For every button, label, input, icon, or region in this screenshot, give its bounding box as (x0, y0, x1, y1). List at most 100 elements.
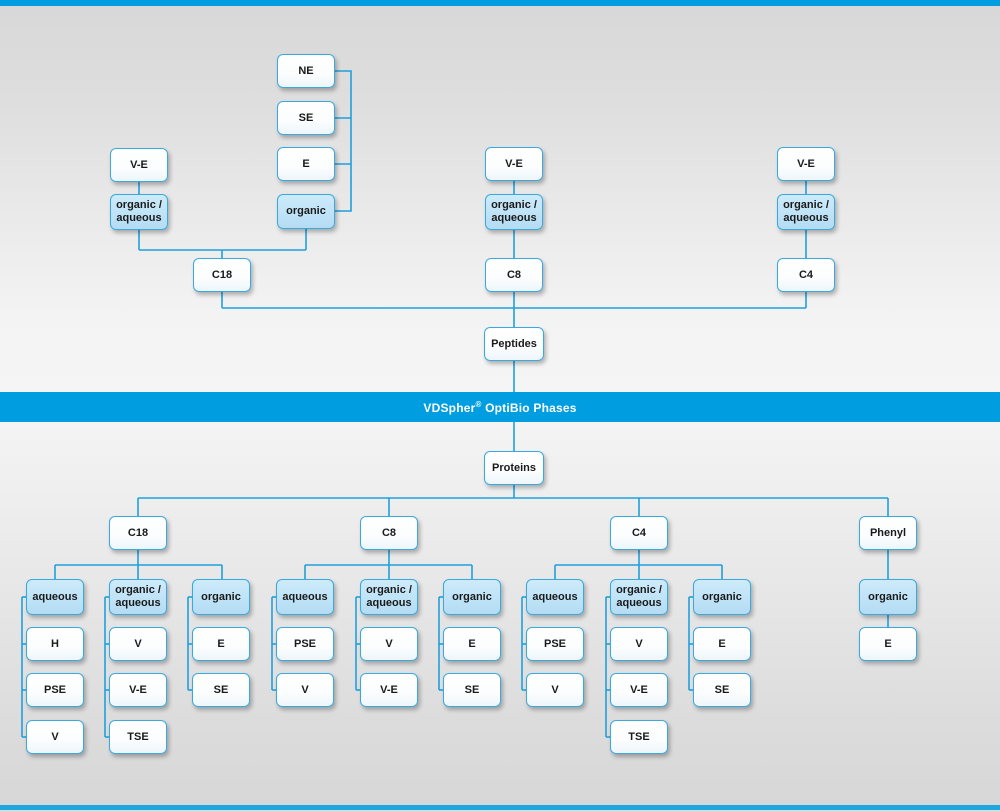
node-label: organic (286, 205, 326, 218)
node-label: V (635, 637, 643, 650)
node-top-organic[interactable]: organic (277, 194, 335, 229)
node-label: organic / aqueous (780, 199, 832, 225)
banner-brand: VDSpher (423, 400, 476, 415)
node-top-organic-aqueous-c8[interactable]: organic / aqueous (485, 194, 543, 230)
node-c8-aqueous-item-0[interactable]: PSE (276, 627, 334, 661)
node-label: TSE (628, 730, 650, 743)
node-label: PSE (43, 683, 66, 696)
node-c18-aqueous-item-0[interactable]: H (26, 627, 84, 661)
node-c4-mode-organic[interactable]: organic (693, 579, 751, 615)
section-banner: VDSpher® OptiBio Phases (0, 392, 1000, 422)
banner-suffix: OptiBio Phases (481, 400, 577, 415)
node-label-line2: aqueous (783, 212, 829, 224)
node-label-line1: organic / (366, 584, 412, 597)
node-c4-organic-item-0[interactable]: E (693, 627, 751, 661)
node-label: V (51, 730, 59, 743)
node-c18-mode-organic-aqueous[interactable]: organic / aqueous (109, 579, 167, 615)
node-top-ve-c18[interactable]: V-E (110, 148, 168, 182)
node-c8-mode-organic-aqueous[interactable]: organic / aqueous (360, 579, 418, 615)
node-label: aqueous (532, 590, 578, 603)
node-label: H (51, 637, 59, 650)
node-c4-aqueous-item-1[interactable]: V (526, 673, 584, 707)
node-label: organic / aqueous (112, 584, 164, 610)
node-top-ve-c4[interactable]: V-E (777, 147, 835, 181)
top-accent-rule (0, 0, 1000, 6)
node-label: SE (213, 683, 229, 696)
node-c4-organic-item-1[interactable]: SE (693, 673, 751, 707)
node-label-line2: aqueous (616, 597, 662, 609)
node-label: V (301, 683, 309, 696)
registered-icon: ® (475, 399, 482, 409)
node-label-line1: organic / (115, 584, 161, 597)
node-c4-organic-aqueous-item-2[interactable]: TSE (610, 720, 668, 754)
node-label: V (134, 637, 142, 650)
node-c18-organic-item-1[interactable]: SE (192, 673, 250, 707)
node-top-c4[interactable]: C4 (777, 258, 835, 292)
node-label: C4 (631, 526, 647, 539)
node-top-organic-aqueous-c4[interactable]: organic / aqueous (777, 194, 835, 230)
node-label: E (302, 157, 310, 170)
node-top-se[interactable]: SE (277, 101, 335, 135)
node-top-c8[interactable]: C8 (485, 258, 543, 292)
node-c8-organic-aqueous-item-1[interactable]: V-E (360, 673, 418, 707)
node-top-organic-aqueous-c18[interactable]: organic / aqueous (110, 194, 168, 230)
node-label: SE (714, 683, 730, 696)
node-c18-organic-aqueous-item-1[interactable]: V-E (109, 673, 167, 707)
node-c4-mode-aqueous[interactable]: aqueous (526, 579, 584, 615)
node-label: V-E (129, 683, 147, 696)
node-label: NE (298, 64, 314, 77)
node-phenyl-mode-organic[interactable]: organic (859, 579, 917, 615)
node-c18-mode-organic[interactable]: organic (192, 579, 250, 615)
node-c4-organic-aqueous-item-1[interactable]: V-E (610, 673, 668, 707)
node-c8-mode-aqueous[interactable]: aqueous (276, 579, 334, 615)
node-c4-aqueous-item-0[interactable]: PSE (526, 627, 584, 661)
node-c8-aqueous-item-1[interactable]: V (276, 673, 334, 707)
node-top-ve-c8[interactable]: V-E (485, 147, 543, 181)
node-label: V-E (797, 157, 815, 170)
node-bottom-phenyl[interactable]: Phenyl (859, 516, 917, 550)
node-label: C4 (798, 268, 814, 281)
node-label: organic (868, 590, 908, 603)
node-label: C8 (506, 268, 522, 281)
node-top-c18[interactable]: C18 (193, 258, 251, 292)
node-label: SE (298, 111, 314, 124)
node-label: SE (464, 683, 480, 696)
node-bottom-c4[interactable]: C4 (610, 516, 668, 550)
node-label: organic / aqueous (488, 199, 540, 225)
node-proteins[interactable]: Proteins (484, 451, 544, 485)
node-bottom-c8[interactable]: C8 (360, 516, 418, 550)
node-label-line2: aqueous (115, 597, 161, 609)
node-label-line1: organic / (491, 199, 537, 212)
node-phenyl-organic-item-0[interactable]: E (859, 627, 917, 661)
node-c18-aqueous-item-1[interactable]: PSE (26, 673, 84, 707)
node-label: E (884, 637, 892, 650)
node-label-line1: organic / (616, 584, 662, 597)
node-c18-mode-aqueous[interactable]: aqueous (26, 579, 84, 615)
node-top-ne[interactable]: NE (277, 54, 335, 88)
node-label: organic (452, 590, 492, 603)
node-c18-organic-aqueous-item-0[interactable]: V (109, 627, 167, 661)
node-label-line2: aqueous (366, 597, 412, 609)
node-c18-aqueous-item-2[interactable]: V (26, 720, 84, 754)
node-c8-organic-item-1[interactable]: SE (443, 673, 501, 707)
node-label: PSE (543, 637, 566, 650)
node-bottom-c18[interactable]: C18 (109, 516, 167, 550)
node-label-line1: organic / (116, 199, 162, 212)
node-c4-organic-aqueous-item-0[interactable]: V (610, 627, 668, 661)
node-c18-organic-item-0[interactable]: E (192, 627, 250, 661)
node-label: E (468, 637, 476, 650)
node-c8-mode-organic[interactable]: organic (443, 579, 501, 615)
node-label: organic (702, 590, 742, 603)
node-label: Proteins (491, 461, 536, 474)
node-c18-organic-aqueous-item-2[interactable]: TSE (109, 720, 167, 754)
node-c8-organic-aqueous-item-0[interactable]: V (360, 627, 418, 661)
node-c4-mode-organic-aqueous[interactable]: organic / aqueous (610, 579, 668, 615)
node-label: organic / aqueous (613, 584, 665, 610)
node-c8-organic-item-0[interactable]: E (443, 627, 501, 661)
node-label: aqueous (282, 590, 328, 603)
node-peptides[interactable]: Peptides (484, 327, 544, 361)
node-label: V-E (130, 158, 148, 171)
node-label: C18 (127, 526, 149, 539)
node-top-e[interactable]: E (277, 147, 335, 181)
